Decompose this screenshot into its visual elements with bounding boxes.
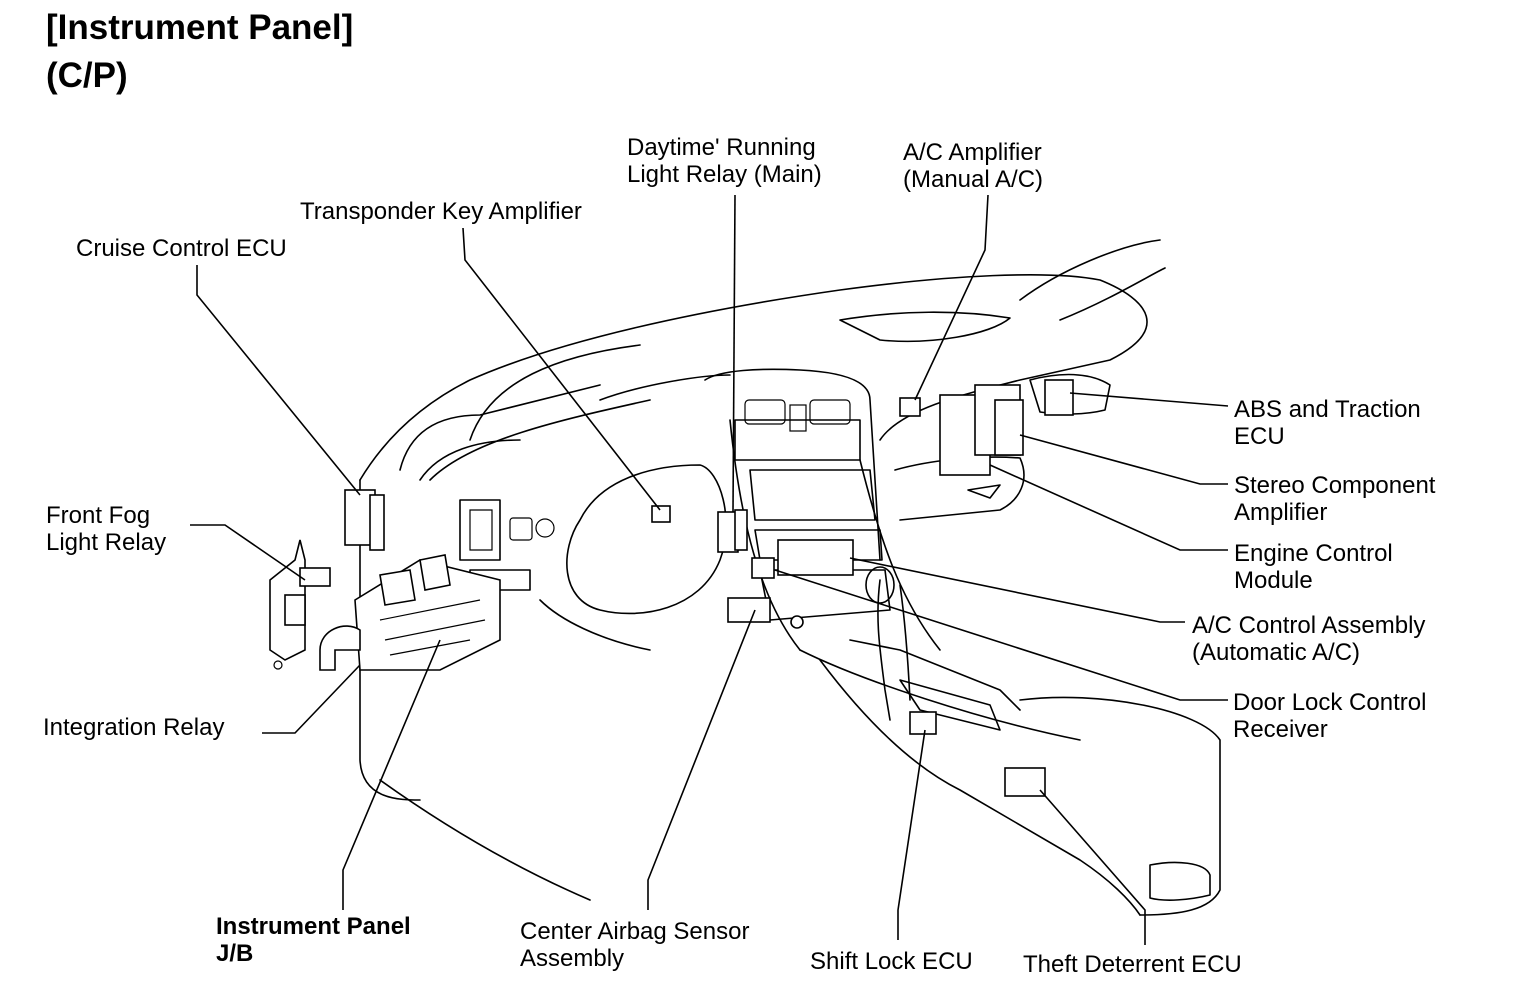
abs-ecu-part [1044,379,1074,416]
transponder-amplifier-part [651,505,671,523]
label-fog-relay: Front Fog Light Relay [46,502,166,556]
label-line: J/B [216,940,254,967]
ac-control-assembly-part [777,539,854,576]
label-ip-jb: Instrument Panel J/B [216,913,411,967]
label-ac-control: A/C Control Assembly (Automatic A/C) [1192,612,1425,666]
label-line: Daytime' Running [627,134,816,161]
airbag-sensor-connector [790,615,804,629]
label-line: (Automatic A/C) [1192,639,1361,666]
label-line: Instrument Panel [216,913,411,940]
door-lock-receiver-part [751,557,775,579]
fog-relay-part [299,567,331,587]
label-line: Receiver [1233,716,1328,743]
fog-relay-block [284,594,306,626]
label-ac-amplifier: A/C Amplifier (Manual A/C) [903,139,1043,193]
label-line: Light Relay (Main) [627,161,822,188]
label-door-lock: Door Lock Control Receiver [1233,689,1426,743]
label-abs-ecu: ABS and Traction ECU [1234,396,1421,450]
shift-lock-ecu-part [909,711,937,735]
theft-deterrent-ecu-part [1004,767,1046,797]
label-drl-relay: Daytime' Running Light Relay (Main) [627,134,822,188]
label-integration-relay: Integration Relay [43,714,224,741]
stereo-amplifier-side [994,399,1024,456]
label-line: Front Fog [46,502,151,529]
leader-lines [190,194,1229,945]
label-engine-module: Engine Control Module [1234,540,1393,594]
label-transponder: Transponder Key Amplifier [300,198,582,225]
label-line: (Manual A/C) [903,166,1044,193]
dashboard-outline [359,239,1221,916]
jb-relay-block-2 [419,554,451,591]
label-line: ABS and Traction [1234,396,1421,423]
label-line: Engine Control [1234,540,1393,567]
label-line: Cruise Control ECU [76,235,287,262]
cruise-control-ecu-side [369,494,385,551]
label-line: Amplifier [1234,499,1328,526]
label-line: Center Airbag Sensor [520,918,750,945]
drl-relay-side [734,509,748,551]
jb-relay-block [379,569,416,606]
ac-amplifier-part [899,397,921,417]
label-airbag-sensor: Center Airbag Sensor Assembly [520,918,749,972]
label-line: Integration Relay [43,714,225,741]
label-line: Theft Deterrent ECU [1023,951,1242,978]
page-title: [Instrument Panel] [46,8,354,47]
label-line: Light Relay [46,529,167,556]
label-line: Shift Lock ECU [810,948,973,975]
label-line: Stereo Component [1234,472,1436,499]
label-stereo-amp: Stereo Component Amplifier [1234,472,1435,526]
label-line: ECU [1234,423,1285,450]
label-cruise-ecu: Cruise Control ECU [76,235,287,262]
label-line: A/C Amplifier [903,139,1042,166]
label-line: Door Lock Control [1233,689,1427,716]
label-line: Assembly [520,945,625,972]
label-line: Transponder Key Amplifier [300,198,582,225]
integration-relay-part [319,625,361,671]
components [269,379,1074,797]
airbag-sensor-part [727,597,771,623]
label-theft-ecu: Theft Deterrent ECU [1023,951,1242,978]
label-shift-lock: Shift Lock ECU [810,948,973,975]
label-line: A/C Control Assembly [1192,612,1426,639]
page-subtitle: (C/P) [46,56,128,95]
label-line: Module [1234,567,1313,594]
